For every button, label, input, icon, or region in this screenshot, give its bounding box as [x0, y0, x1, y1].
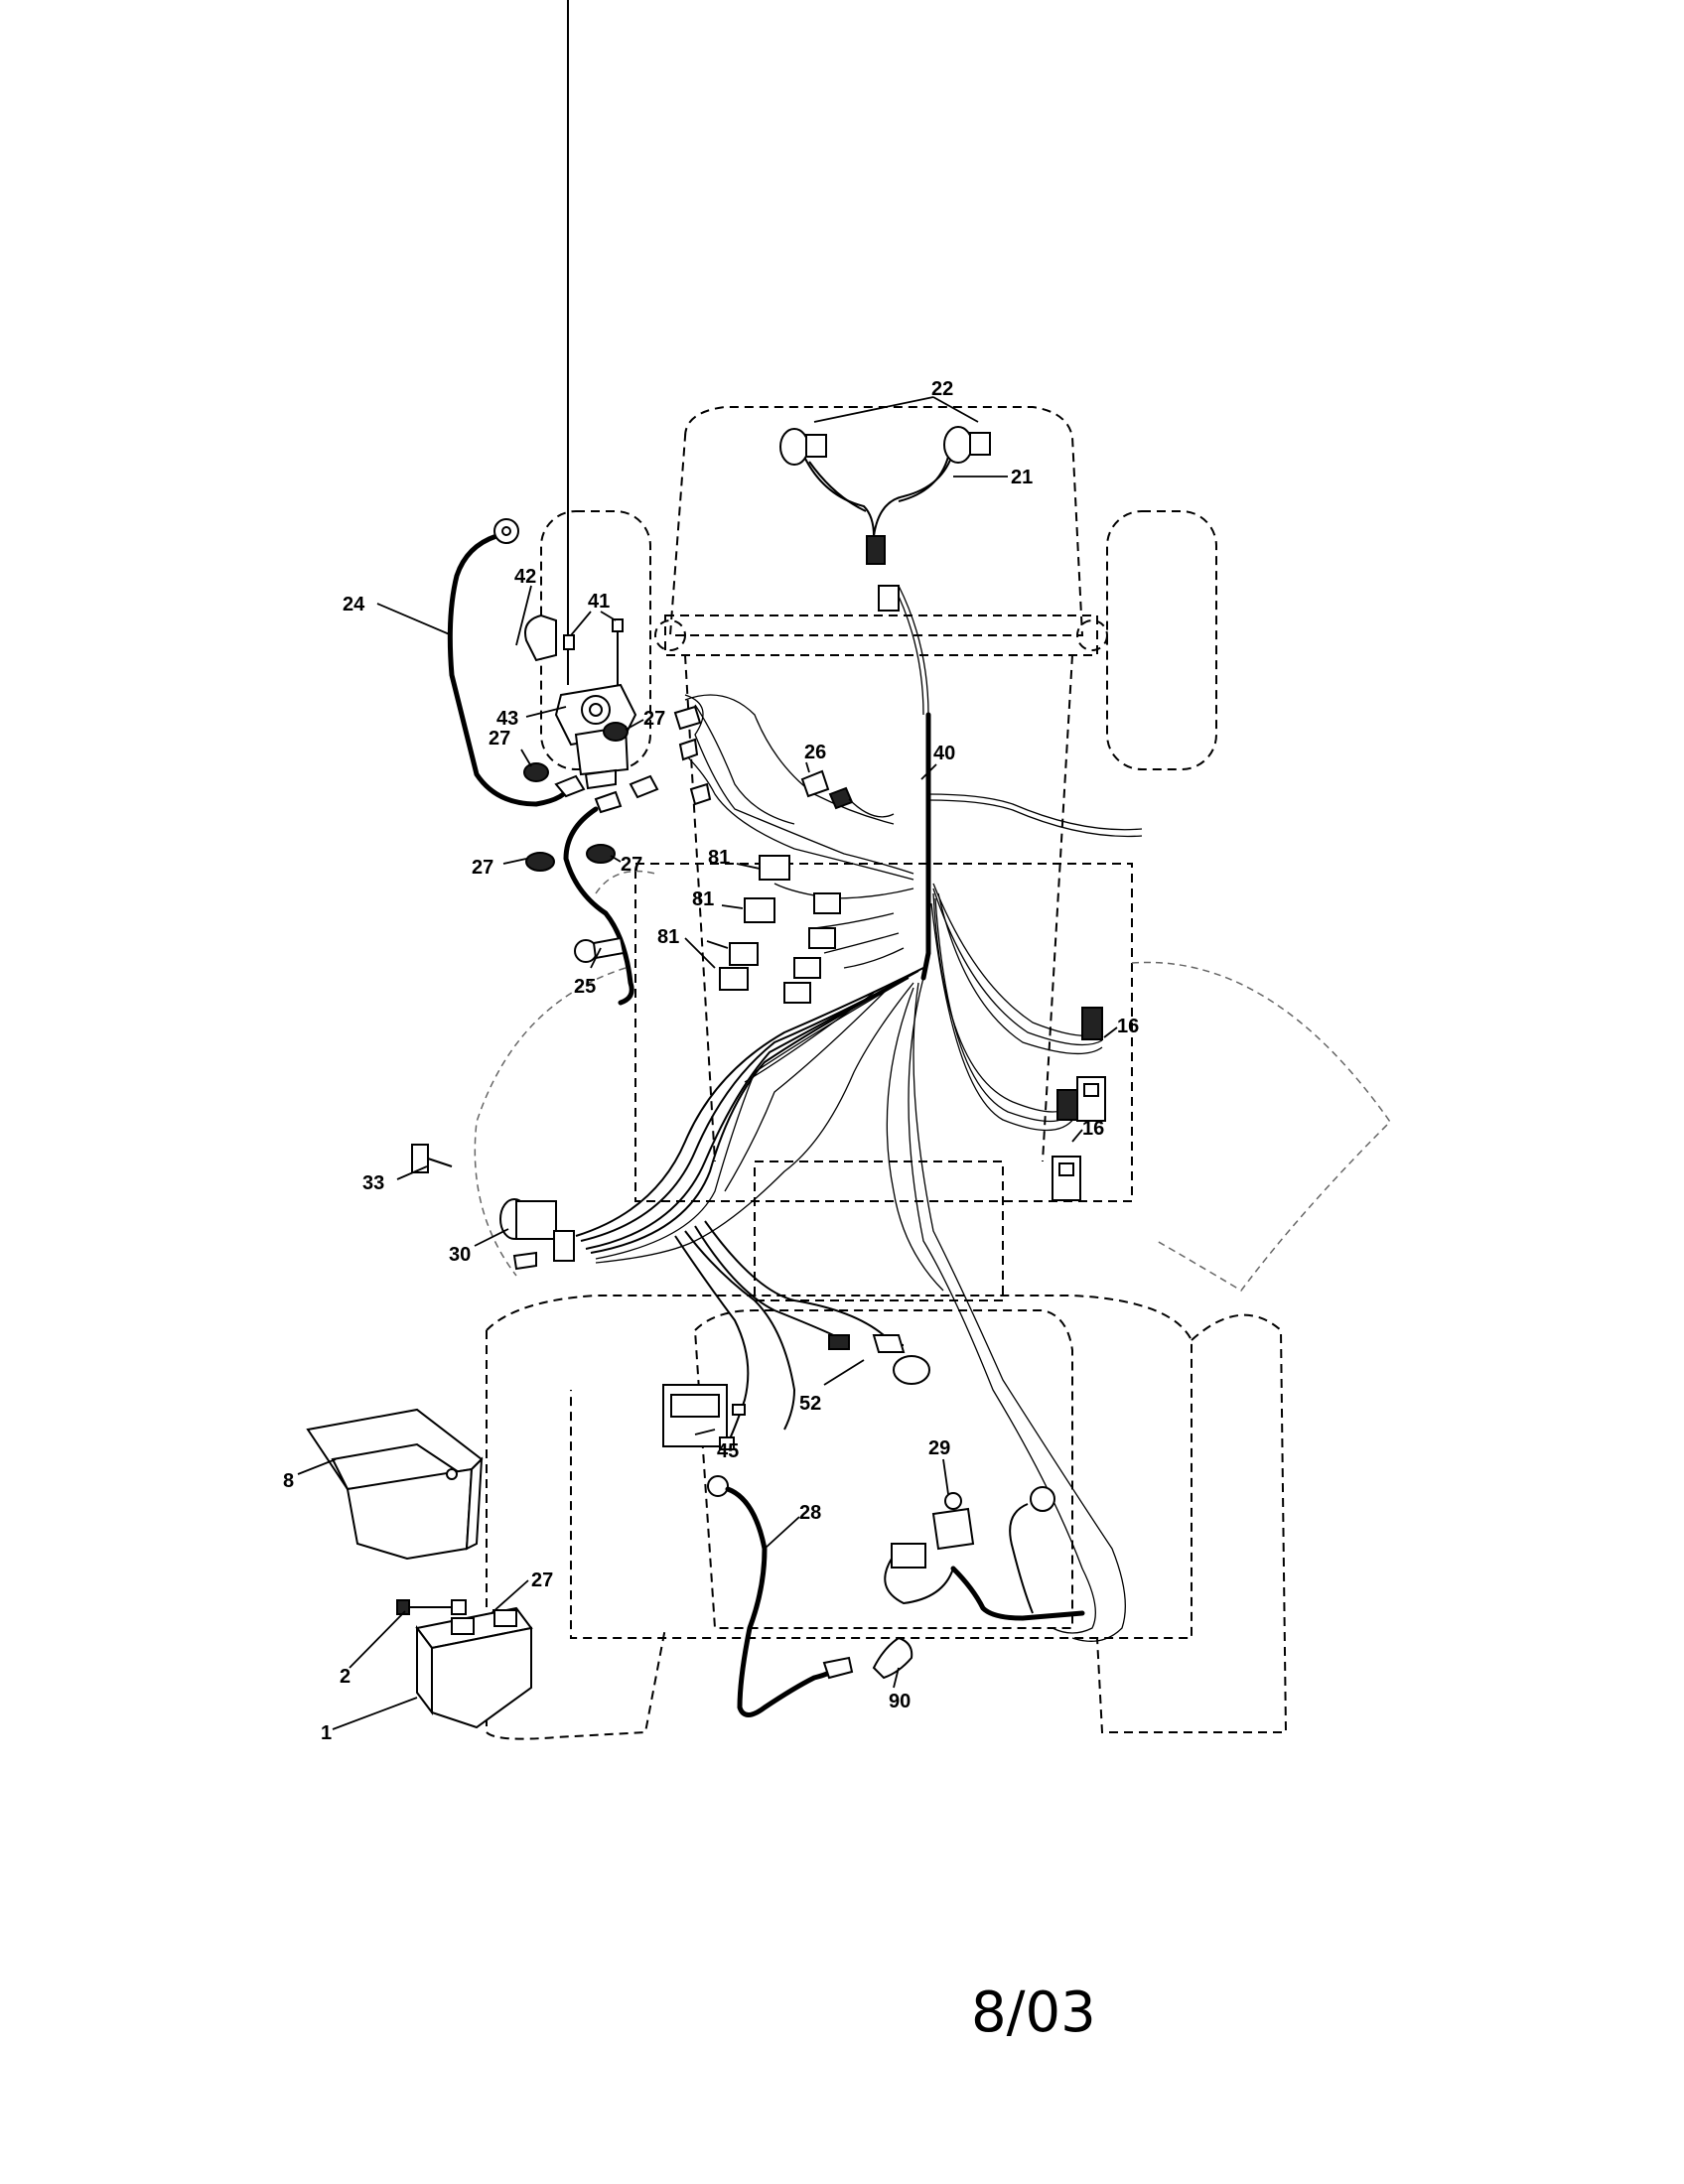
callout-25: 25: [574, 976, 596, 998]
callout-45: 45: [717, 1440, 739, 1462]
key-33: [411, 1144, 453, 1173]
switches-16: [1052, 1007, 1106, 1201]
battery-1: [396, 1599, 533, 1729]
callout-81-b: 81: [692, 888, 714, 910]
callout-28: 28: [799, 1502, 821, 1524]
callout-8: 8: [283, 1470, 294, 1492]
cable-25: [563, 774, 659, 1006]
nuts-27: [492, 722, 629, 1625]
callout-43: 43: [496, 708, 518, 730]
callout-27-b: 27: [643, 708, 665, 730]
connector-26: [800, 769, 895, 818]
callout-81-c: 81: [657, 926, 679, 948]
callout-27-e: 27: [531, 1570, 553, 1591]
dash-components: [662, 1334, 930, 1450]
callout-27-a: 27: [489, 728, 510, 750]
callout-1: 1: [321, 1722, 332, 1744]
pto-assembly-29: [884, 1486, 1085, 1621]
ignition-switch-30: [499, 1198, 575, 1271]
leader-lines: [297, 396, 1118, 1730]
callout-26: 26: [804, 742, 826, 763]
callout-52: 52: [799, 1393, 821, 1415]
callout-81-a: 81: [708, 847, 730, 869]
callout-33: 33: [362, 1172, 384, 1194]
relays-81: [719, 855, 841, 1004]
callout-21: 21: [1011, 467, 1033, 488]
callout-16-a: 16: [1117, 1016, 1139, 1037]
battery-cable-24: [447, 518, 586, 807]
callout-16-b: 16: [1082, 1118, 1104, 1140]
callout-22: 22: [931, 378, 953, 400]
callout-29: 29: [928, 1437, 950, 1459]
tractor-outline: [474, 406, 1391, 1740]
callout-24: 24: [343, 594, 365, 615]
headlight-assembly: [779, 426, 991, 612]
front-clips: [673, 705, 712, 806]
callout-41: 41: [588, 591, 610, 613]
battery-tray-8: [306, 1408, 484, 1561]
callout-2: 2: [340, 1666, 351, 1688]
callout-30: 30: [449, 1244, 471, 1266]
callout-labels: 22 21 24 42 41 43 27 27 27 27 26 40 81 8…: [283, 378, 1139, 1744]
footer-date: 8/03: [971, 1980, 1096, 2045]
callout-40: 40: [933, 743, 955, 764]
callout-42: 42: [514, 566, 536, 588]
harness-loom: [920, 712, 931, 981]
callout-27-d: 27: [621, 854, 642, 876]
callout-90: 90: [889, 1691, 911, 1712]
callout-27-c: 27: [472, 857, 493, 879]
